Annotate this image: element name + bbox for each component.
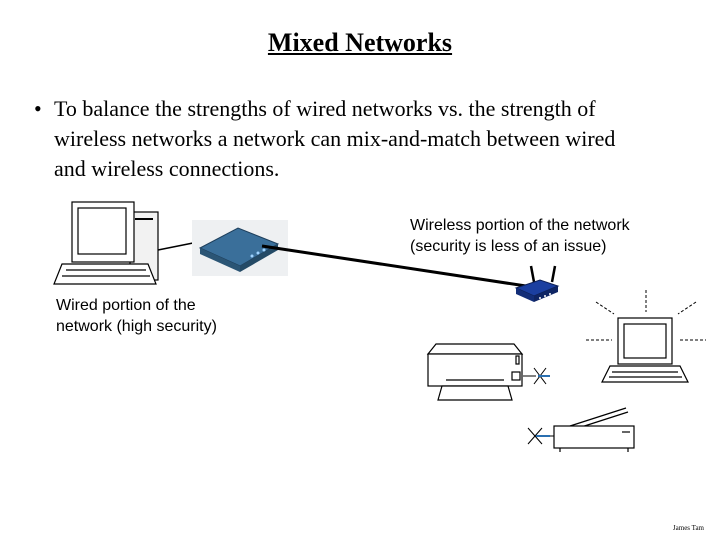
wired-label-line-2: network (high security) [56,318,217,335]
bullet-line-1: To balance the strengths of wired networ… [54,96,596,121]
bullet-line-2: wireless networks a network can mix-and-… [54,126,616,151]
desktop-computer-icon [53,201,159,285]
wireless-label-line-2: (security is less of an issue) [410,238,607,255]
printer-signal-icon [523,367,550,385]
wireless-portion-label: Wireless portion of the network (securit… [410,215,630,257]
wireless-access-point-icon [514,265,560,302]
wired-portion-label: Wired portion of the network (high secur… [56,295,217,337]
laptop-signal-icon [586,290,706,341]
bullet-line-3: and wireless connections. [54,156,280,181]
printer-icon [426,343,524,401]
network-link [261,244,527,288]
bullet-marker: • [34,96,42,121]
bullet-text: • To balance the strengths of wired netwo… [34,94,694,184]
author-credit: James Tam [672,524,704,532]
wired-label-line-1: Wired portion of the [56,297,196,314]
scanner-icon [553,407,635,452]
wireless-label-line-1: Wireless portion of the network [410,217,630,234]
slide-title: Mixed Networks [267,28,453,57]
scanner-signal-icon [527,427,554,445]
laptop-icon [601,317,689,383]
